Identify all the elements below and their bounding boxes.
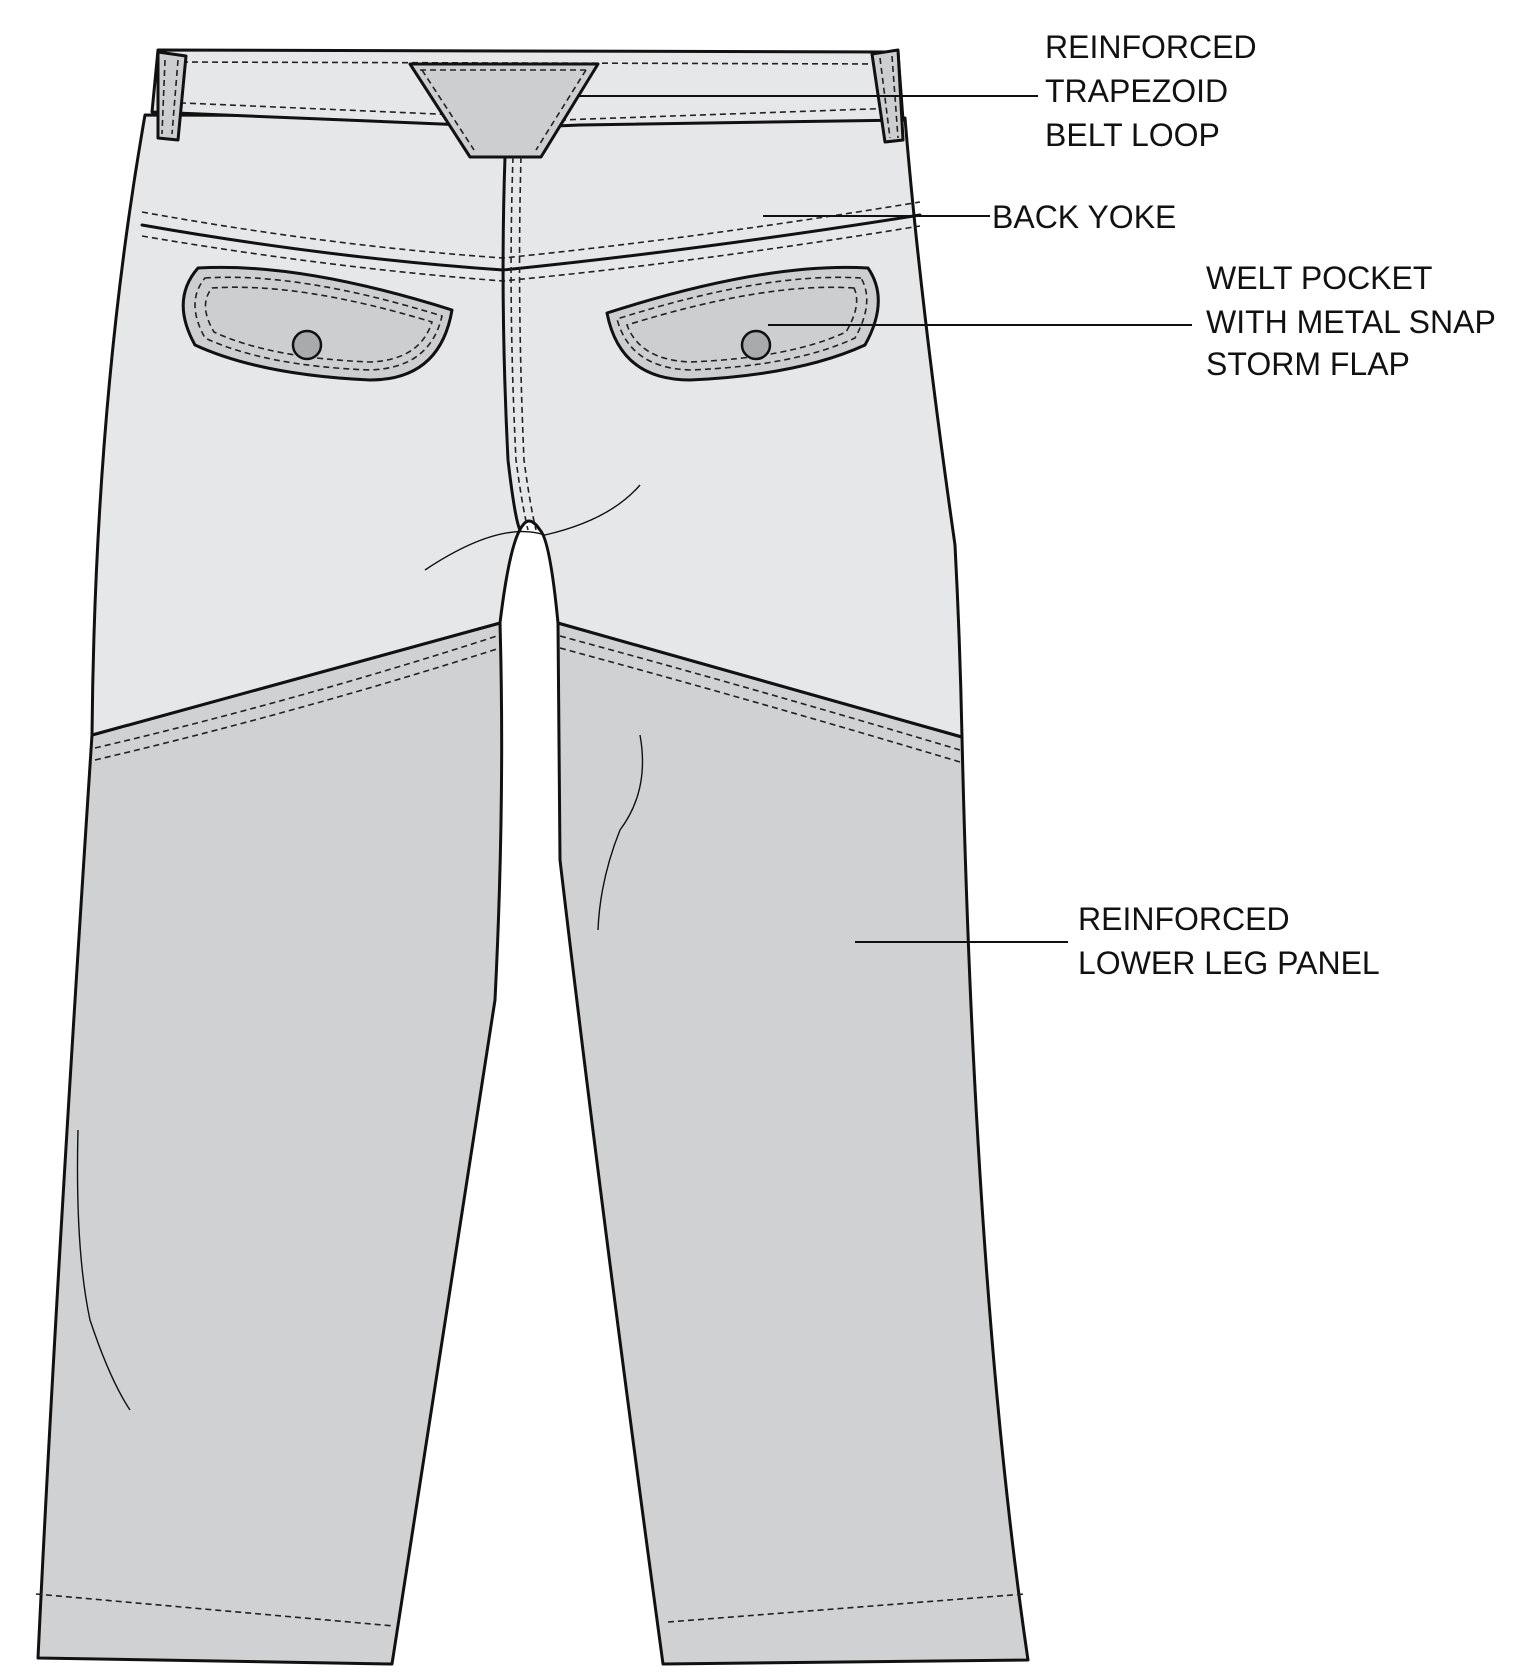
label-belt-loop-line-1: REINFORCED — [1045, 29, 1257, 65]
label-welt-pocket-line-2: WITH METAL SNAP — [1206, 304, 1496, 340]
trapezoid-belt-loop — [408, 62, 600, 159]
left-welt-pocket — [181, 265, 454, 382]
left-metal-snap — [291, 329, 323, 361]
label-lower-leg-line-2: LOWER LEG PANEL — [1078, 945, 1380, 981]
label-belt-loop-line-3: BELT LOOP — [1045, 117, 1220, 153]
left-leg-lower-panel — [36, 621, 504, 1666]
label-back-yoke: BACK YOKE — [992, 199, 1176, 235]
seat-upper-panel — [90, 113, 964, 739]
label-lower-leg-line-1: REINFORCED — [1078, 901, 1290, 937]
right-metal-snap — [740, 329, 772, 361]
right-welt-pocket — [605, 265, 880, 382]
center-back-seam — [501, 155, 522, 532]
label-welt-pocket-line-1: WELT POCKET — [1206, 260, 1432, 296]
right-leg-lower-panel — [556, 621, 1030, 1666]
label-belt-loop-line-2: TRAPEZOID — [1045, 73, 1228, 109]
label-welt-pocket-line-3: STORM FLAP — [1206, 346, 1410, 382]
